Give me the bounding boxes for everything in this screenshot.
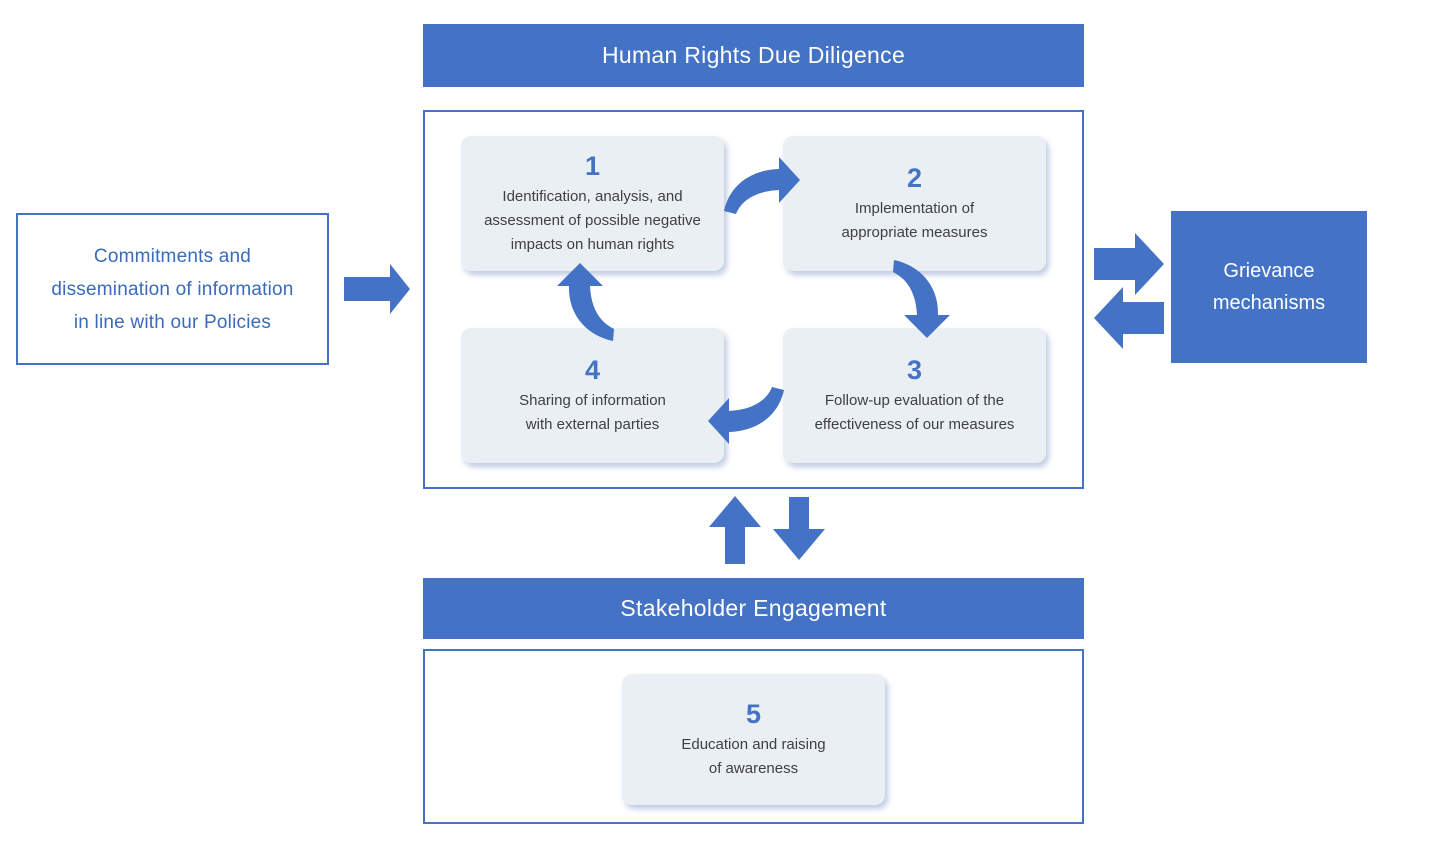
arrow-grievance-to-due-diligence bbox=[1094, 287, 1164, 349]
step-card-2: 2 Implementation of appropriate measures bbox=[783, 136, 1046, 271]
step-number-2: 2 bbox=[906, 163, 923, 193]
step-number-3: 3 bbox=[906, 355, 923, 385]
step-label-3: Follow-up evaluation of the effectivenes… bbox=[814, 392, 1015, 433]
due-diligence-header: Human Rights Due Diligence bbox=[423, 24, 1084, 87]
step-number-1: 1 bbox=[584, 151, 601, 181]
step-card-1: 1 Identification, analysis, and assessme… bbox=[461, 136, 724, 271]
step-label-1: Identification, analysis, and assessment… bbox=[484, 188, 701, 253]
step-card-3: 3 Follow-up evaluation of the effectiven… bbox=[783, 328, 1046, 463]
step-label-2: Implementation of appropriate measures bbox=[841, 200, 988, 241]
step-card-5: 5 Education and raising of awareness bbox=[622, 674, 885, 805]
step-label-4: Sharing of information with external par… bbox=[519, 392, 666, 433]
policy-box: Commitments and dissemination of informa… bbox=[16, 213, 329, 365]
arrow-due-diligence-to-grievance bbox=[1094, 233, 1164, 295]
grievance-box-label: Grievance mechanisms bbox=[1212, 260, 1326, 314]
arrow-due-diligence-to-stakeholder bbox=[773, 497, 825, 560]
grievance-box: Grievance mechanisms bbox=[1171, 211, 1367, 363]
due-diligence-title: Human Rights Due Diligence bbox=[601, 42, 906, 68]
step-number-4: 4 bbox=[584, 355, 601, 385]
step-card-4: 4 Sharing of information with external p… bbox=[461, 328, 724, 463]
step-number-5: 5 bbox=[745, 699, 762, 729]
stakeholder-header: Stakeholder Engagement bbox=[423, 578, 1084, 639]
step-label-5: Education and raising of awareness bbox=[681, 736, 826, 777]
stakeholder-title: Stakeholder Engagement bbox=[620, 595, 887, 621]
arrow-stakeholder-to-due-diligence bbox=[709, 496, 761, 564]
policy-box-label: Commitments and dissemination of informa… bbox=[51, 245, 294, 333]
arrow-policy-to-due-diligence bbox=[344, 264, 410, 314]
